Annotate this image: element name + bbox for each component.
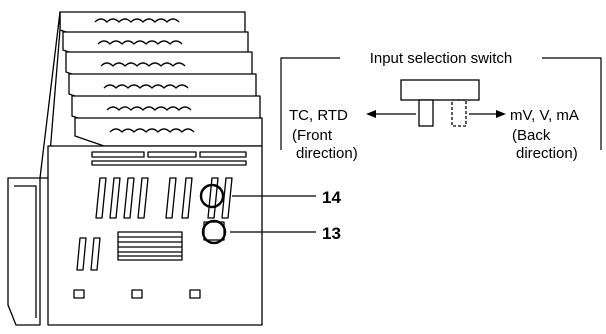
arrow-right-head [496, 110, 506, 118]
bottom-feet [73, 289, 201, 299]
right-label-2: (Back [512, 127, 551, 144]
top-vents [91, 151, 247, 166]
left-label-2: (Front [292, 127, 333, 144]
right-label-3: direction) [516, 145, 578, 162]
right-label-1: mV, V, mA [510, 107, 579, 124]
switch-inset: Input selection switch TC, RTD (Front di… [280, 50, 602, 162]
callout-label-14: 14 [322, 188, 341, 207]
controller-device [7, 11, 263, 326]
device-side-wall [7, 177, 41, 326]
switch-lever-back [451, 99, 467, 127]
left-label-3: direction) [296, 145, 358, 162]
lower-slots [76, 237, 101, 271]
switch-lever-front [418, 99, 434, 127]
fin-frame [39, 11, 61, 179]
grille-block [117, 231, 183, 261]
terminal-fins [59, 11, 263, 147]
inset-title: Input selection switch [370, 50, 513, 67]
callout-circle-13 [201, 219, 227, 245]
callout-label-13: 13 [322, 224, 341, 243]
arrow-left-head [366, 110, 376, 118]
left-label-1: TC, RTD [289, 107, 348, 124]
callout-circle-14 [199, 183, 225, 209]
upper-slots [95, 177, 233, 219]
switch-block [400, 79, 480, 101]
